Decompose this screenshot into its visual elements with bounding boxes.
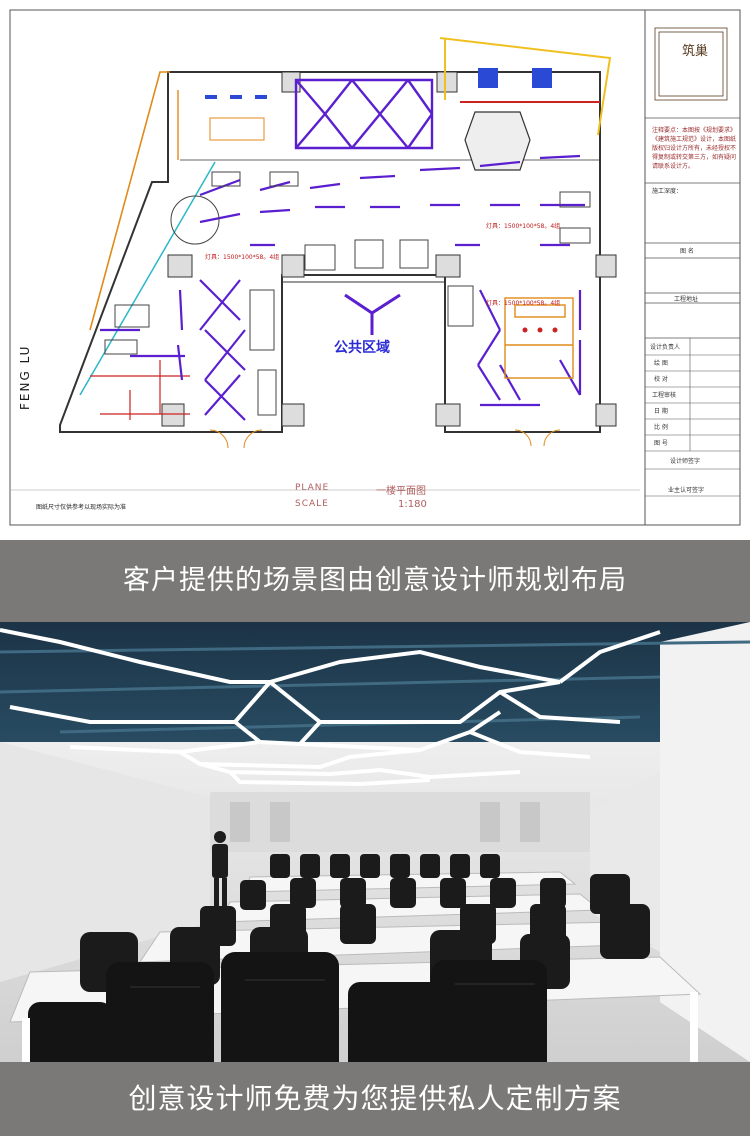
top-banner-text: 客户提供的场景图由创意设计师规划布局 [123, 565, 627, 596]
title-block-row: 图 名 [680, 248, 694, 255]
company-logo-text: 筑巢 [681, 44, 708, 59]
title-block-row: 工程地址 [674, 296, 699, 303]
title-block-row: 校 对 [654, 376, 668, 383]
plan-scale: 1:180 [398, 499, 427, 510]
office-photo [0, 622, 750, 1062]
title-block-row: 设计负责人 [650, 344, 681, 351]
scale-label: SCALE [295, 499, 329, 509]
lamp-label: 灯具：1500*100*58。4组 [486, 223, 561, 230]
plan-bottom-note: 图纸尺寸仅供参考以现场实际为准 [36, 504, 127, 511]
floor-plan-svg [9, 9, 741, 526]
title-block-row: 业主认可签字 [668, 487, 705, 494]
title-block-row: 施工深度： [652, 188, 683, 195]
plane-label: PLANE [295, 483, 330, 493]
floor-plan-drawing: FENG LU 公共区域 灯具：1500*100*58。4组 灯具：1500*1… [0, 0, 750, 540]
title-block-row: 设计师签字 [670, 458, 701, 465]
plan-title: 一楼平面图 [376, 486, 426, 497]
title-block-row: 工程审核 [652, 392, 677, 399]
title-block-row: 比 例 [654, 424, 668, 431]
bottom-banner: 创意设计师免费为您提供私人定制方案 [0, 1062, 750, 1136]
title-block-row: 日 期 [654, 408, 668, 415]
title-block-row: 绘 图 [654, 360, 668, 367]
street-name-label: FENG LU [18, 344, 32, 410]
lamp-label: 灯具：1500*100*58。4组 [205, 254, 280, 261]
title-block-notes: 注释要点：本图按《规划要求》《建筑施工规范》设计，本图纸版权归设计方所有，未经授… [652, 127, 737, 170]
top-banner: 客户提供的场景图由创意设计师规划布局 [0, 540, 750, 622]
lamp-label: 灯具：1500*100*58。4组 [486, 300, 561, 307]
public-zone-label: 公共区域 [334, 340, 390, 356]
title-block-row: 图 号 [654, 440, 668, 447]
office-photo-svg [0, 622, 750, 1062]
bottom-banner-text: 创意设计师免费为您提供私人定制方案 [128, 1082, 622, 1115]
